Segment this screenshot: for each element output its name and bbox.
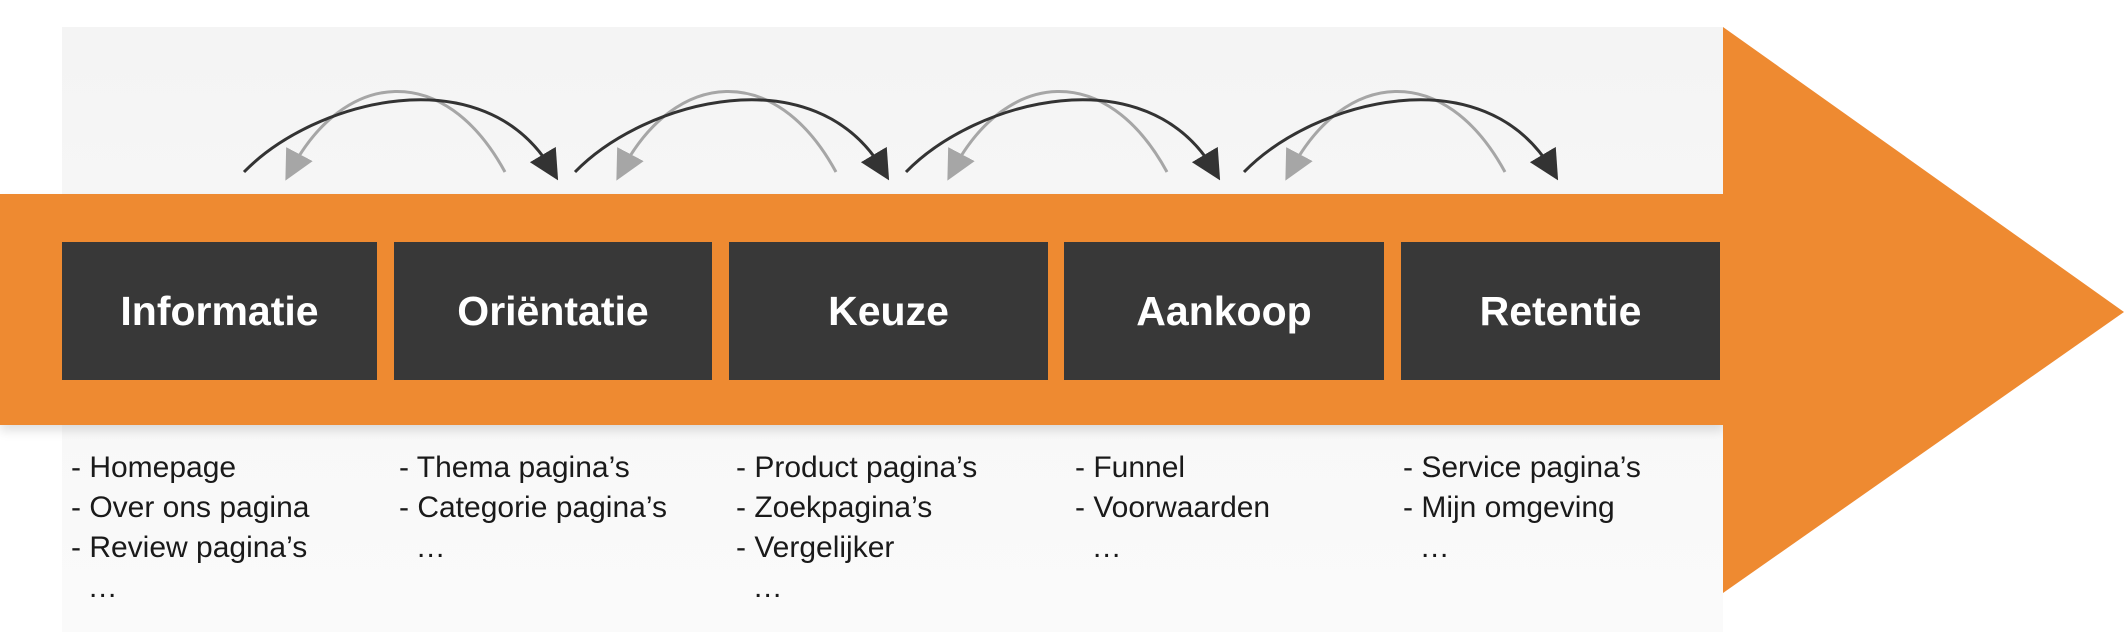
stage-page-list: - Funnel - Voorwaarden … xyxy=(1075,448,1270,568)
stage-page-list: - Homepage - Over ons pagina - Review pagi… xyxy=(71,448,309,608)
stage-title: Retentie xyxy=(1479,287,1642,334)
list-item: … xyxy=(1403,531,1450,564)
stage-title: Keuze xyxy=(828,287,949,334)
list-item: - Service pagina’s xyxy=(1403,451,1641,484)
list-item: - Categorie pagina’s xyxy=(399,491,667,524)
stage-title: Oriëntatie xyxy=(457,287,649,334)
list-item: - Vergelijker xyxy=(736,531,895,564)
stage-page-list: - Product pagina’s - Zoekpagina’s - Vergel… xyxy=(736,448,977,608)
stage-page-list: - Thema pagina’s - Categorie pagina’s … xyxy=(399,448,667,568)
forward-arc xyxy=(904,98,1221,181)
list-item: - Funnel xyxy=(1075,451,1186,484)
list-item: … xyxy=(71,571,118,604)
list-item: … xyxy=(736,571,783,604)
list-item: - Voorwaarden xyxy=(1075,491,1271,524)
list-item: - Zoekpagina’s xyxy=(736,491,933,524)
list-item: - Mijn omgeving xyxy=(1403,491,1615,524)
list-item: … xyxy=(1075,531,1122,564)
list-item: - Review pagina’s xyxy=(71,531,308,564)
back-arc xyxy=(947,90,1169,181)
back-arc xyxy=(285,90,507,181)
stage-title: Aankoop xyxy=(1136,287,1312,334)
stage-box-aankoop: Aankoop xyxy=(1064,242,1384,380)
list-item: - Product pagina’s xyxy=(736,451,978,484)
forward-arc xyxy=(573,98,890,181)
stage-box-informatie: Informatie xyxy=(62,242,377,380)
forward-arc xyxy=(1242,98,1559,181)
list-item: - Thema pagina’s xyxy=(399,451,630,484)
back-arc xyxy=(1285,90,1507,181)
stage-box-retentie: Retentie xyxy=(1401,242,1720,380)
back-arc xyxy=(616,90,838,181)
stage-page-list: - Service pagina’s - Mijn omgeving … xyxy=(1403,448,1641,568)
transition-arcs xyxy=(242,90,1559,181)
stage-title: Informatie xyxy=(120,287,319,334)
list-item: … xyxy=(399,531,446,564)
list-item: - Over ons pagina xyxy=(71,491,310,524)
list-item: - Homepage xyxy=(71,451,237,484)
forward-arc xyxy=(242,98,559,181)
stage-box-keuze: Keuze xyxy=(729,242,1048,380)
stage-box-oriëntatie: Oriëntatie xyxy=(394,242,712,380)
